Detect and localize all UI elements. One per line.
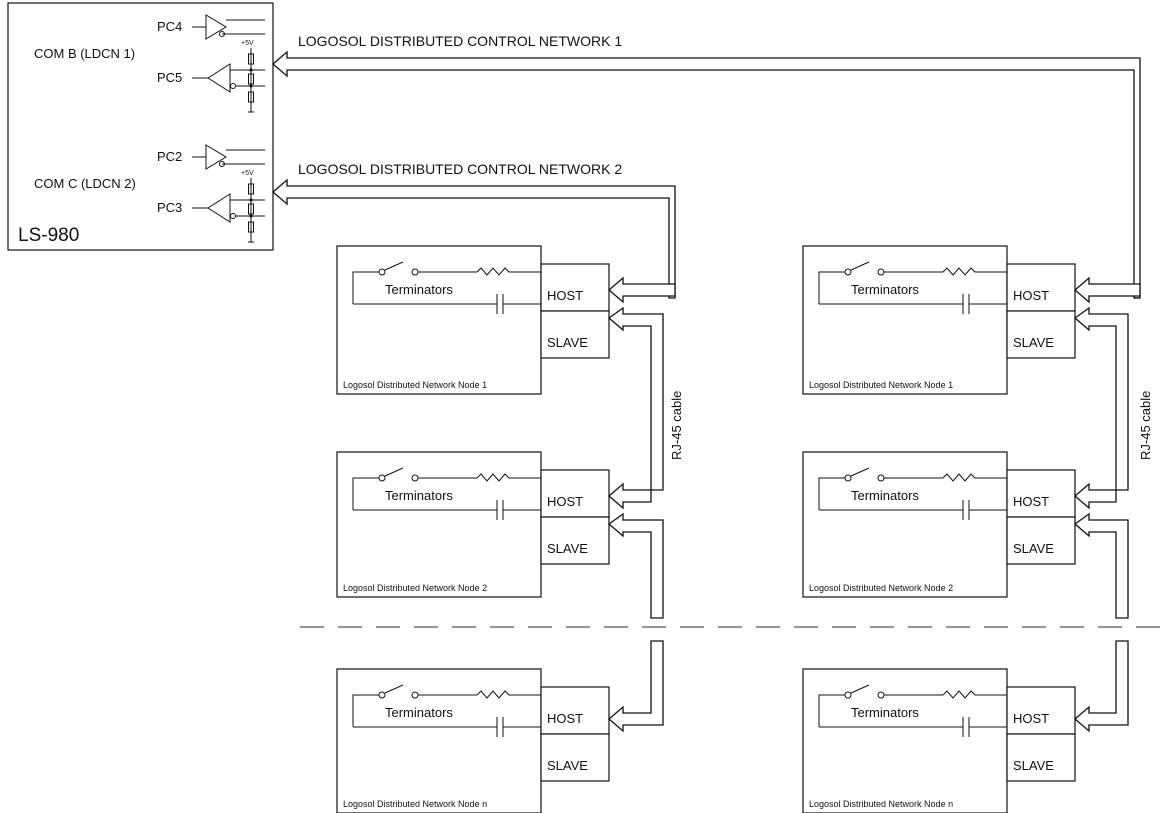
rj45-cable xyxy=(607,306,664,510)
terminators-label: Terminators xyxy=(851,282,919,297)
slave-port[interactable] xyxy=(1006,310,1076,359)
host-label: HOST xyxy=(547,288,583,303)
host-label: HOST xyxy=(1013,711,1049,726)
network-node: Terminators HOST SLAVE Logosol Distributed … xyxy=(802,668,1076,813)
slave-port[interactable] xyxy=(540,733,610,782)
host-connector xyxy=(608,276,676,304)
rj45-cable xyxy=(607,512,664,619)
rj45-cable xyxy=(1074,640,1129,733)
host-label: HOST xyxy=(1013,494,1049,509)
rj45-cable-label-left: RJ-45 cable xyxy=(669,391,684,460)
network-node: Terminators HOST SLAVE Logosol Distributed … xyxy=(802,451,1076,598)
network-node: Terminators HOST SLAVE Logosol Distributed … xyxy=(802,245,1076,395)
node-label: Logosol Distributed Network Node n xyxy=(343,799,487,809)
slave-label: SLAVE xyxy=(1013,758,1054,773)
pin-pc3: PC3 xyxy=(157,200,182,215)
pc2-driver: PC2 xyxy=(157,144,265,170)
slave-label: SLAVE xyxy=(1013,541,1054,556)
network1-bus xyxy=(272,50,1141,299)
node-box xyxy=(802,668,1008,813)
rj45-cable xyxy=(1073,512,1129,619)
pc3-receiver: PC3 +5V xyxy=(157,170,265,243)
host-label: HOST xyxy=(547,494,583,509)
controller-name: LS-980 xyxy=(18,225,79,246)
terminators-label: Terminators xyxy=(385,705,453,720)
slave-label: SLAVE xyxy=(547,541,588,556)
controller-ls980: LS-980 COM B (LDCN 1) COM C (LDCN 2) PC4… xyxy=(7,2,274,251)
node-box xyxy=(336,451,542,598)
host-port[interactable] xyxy=(540,686,610,735)
com-b-label: COM B (LDCN 1) xyxy=(34,46,135,61)
host-port[interactable] xyxy=(540,263,610,312)
node-label: Logosol Distributed Network Node 2 xyxy=(809,583,953,593)
node-box xyxy=(336,245,542,395)
slave-label: SLAVE xyxy=(1013,335,1054,350)
rj45-cable-label-right: RJ-45 cable xyxy=(1138,391,1153,460)
slave-port[interactable] xyxy=(1006,733,1076,782)
slave-port[interactable] xyxy=(1006,516,1076,565)
node-label: Logosol Distributed Network Node 1 xyxy=(343,380,487,390)
slave-label: SLAVE xyxy=(547,335,588,350)
slave-port[interactable] xyxy=(540,516,610,565)
rj45-cable xyxy=(1073,306,1129,510)
rj45-cable xyxy=(608,640,664,733)
host-label: HOST xyxy=(547,711,583,726)
network1-label: LOGOSOL DISTRIBUTED CONTROL NETWORK 1 xyxy=(298,33,622,49)
network2-label: LOGOSOL DISTRIBUTED CONTROL NETWORK 2 xyxy=(298,161,622,177)
node-label: Logosol Distributed Network Node n xyxy=(809,799,953,809)
network2-bus xyxy=(272,178,676,299)
terminators-label: Terminators xyxy=(851,705,919,720)
supply-5v-c: +5V xyxy=(241,170,254,177)
network-node: Terminators HOST SLAVE Logosol Distributed … xyxy=(336,245,610,395)
host-label: HOST xyxy=(1013,288,1049,303)
pin-pc2: PC2 xyxy=(157,149,182,164)
node-box xyxy=(802,245,1008,395)
cables-layer xyxy=(607,276,1141,733)
slave-port[interactable] xyxy=(540,310,610,359)
pin-pc4: PC4 xyxy=(157,19,182,34)
network-node: Terminators HOST SLAVE Logosol Distributed … xyxy=(336,668,610,813)
node-box xyxy=(336,668,542,813)
terminators-label: Terminators xyxy=(385,282,453,297)
node-box xyxy=(802,451,1008,598)
pin-pc5: PC5 xyxy=(157,70,182,85)
node-label: Logosol Distributed Network Node 2 xyxy=(343,583,487,593)
terminators-label: Terminators xyxy=(385,488,453,503)
network-node: Terminators HOST SLAVE Logosol Distributed … xyxy=(336,451,610,598)
slave-label: SLAVE xyxy=(547,758,588,773)
pc5-receiver: PC5 +5V xyxy=(157,40,265,113)
terminators-label: Terminators xyxy=(851,488,919,503)
host-port[interactable] xyxy=(540,469,610,518)
controller-box xyxy=(7,2,274,251)
host-port[interactable] xyxy=(1006,686,1076,735)
pc4-driver: PC4 xyxy=(157,14,265,40)
supply-5v-b: +5V xyxy=(241,40,254,47)
host-connector xyxy=(1074,276,1141,304)
com-c-label: COM C (LDCN 2) xyxy=(34,176,136,191)
node-label: Logosol Distributed Network Node 1 xyxy=(809,380,953,390)
